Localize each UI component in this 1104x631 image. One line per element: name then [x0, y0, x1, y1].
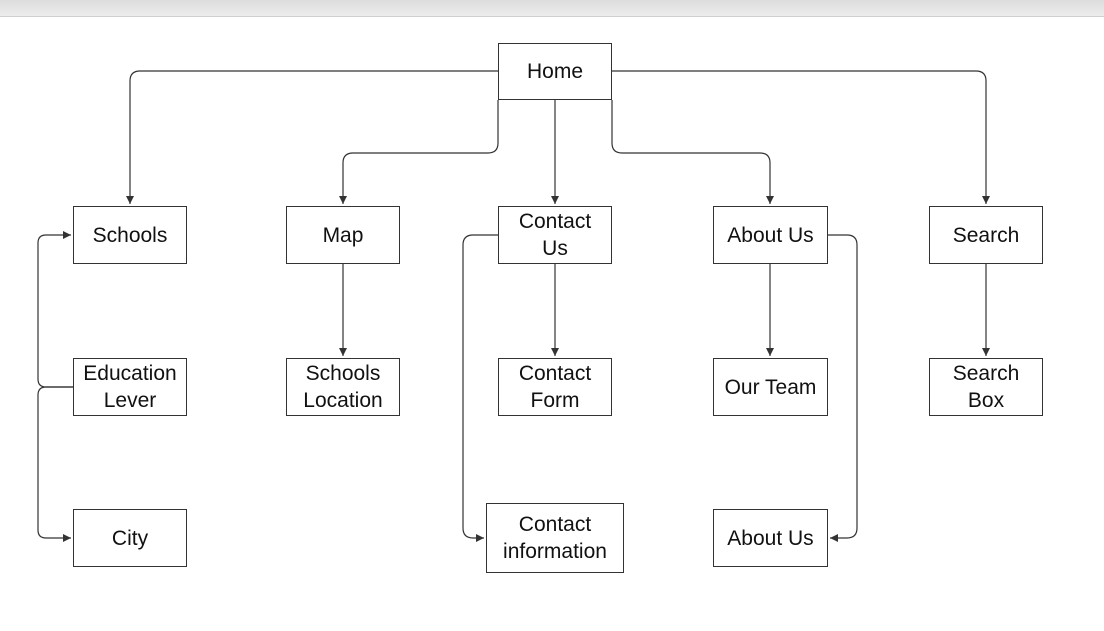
edge-edu-schools: [37, 231, 73, 388]
edge-edu-city: [37, 386, 73, 542]
edge-about-aboutus: [828, 234, 858, 542]
node-search: Search: [929, 206, 1043, 264]
node-about-us: About Us: [713, 206, 828, 264]
node-about-us-child: About Us: [713, 509, 828, 567]
node-city: City: [73, 509, 187, 567]
node-contact-form: Contact Form: [498, 358, 612, 416]
window-top-bar: [0, 0, 1104, 17]
edge-home-search: [612, 70, 990, 204]
node-search-box: Search Box: [929, 358, 1043, 416]
edge-home-map: [339, 100, 499, 204]
node-schools: Schools: [73, 206, 187, 264]
edge-contact-contactinfo: [462, 234, 498, 542]
node-education-lever: Education Lever: [73, 358, 187, 416]
node-contact-us: Contact Us: [498, 206, 612, 264]
node-our-team: Our Team: [713, 358, 828, 416]
edge-home-schools: [126, 70, 498, 204]
node-map: Map: [286, 206, 400, 264]
node-schools-location: Schools Location: [286, 358, 400, 416]
edge-home-about: [611, 100, 774, 204]
node-contact-information: Contact information: [486, 503, 624, 573]
node-home: Home: [498, 43, 612, 100]
